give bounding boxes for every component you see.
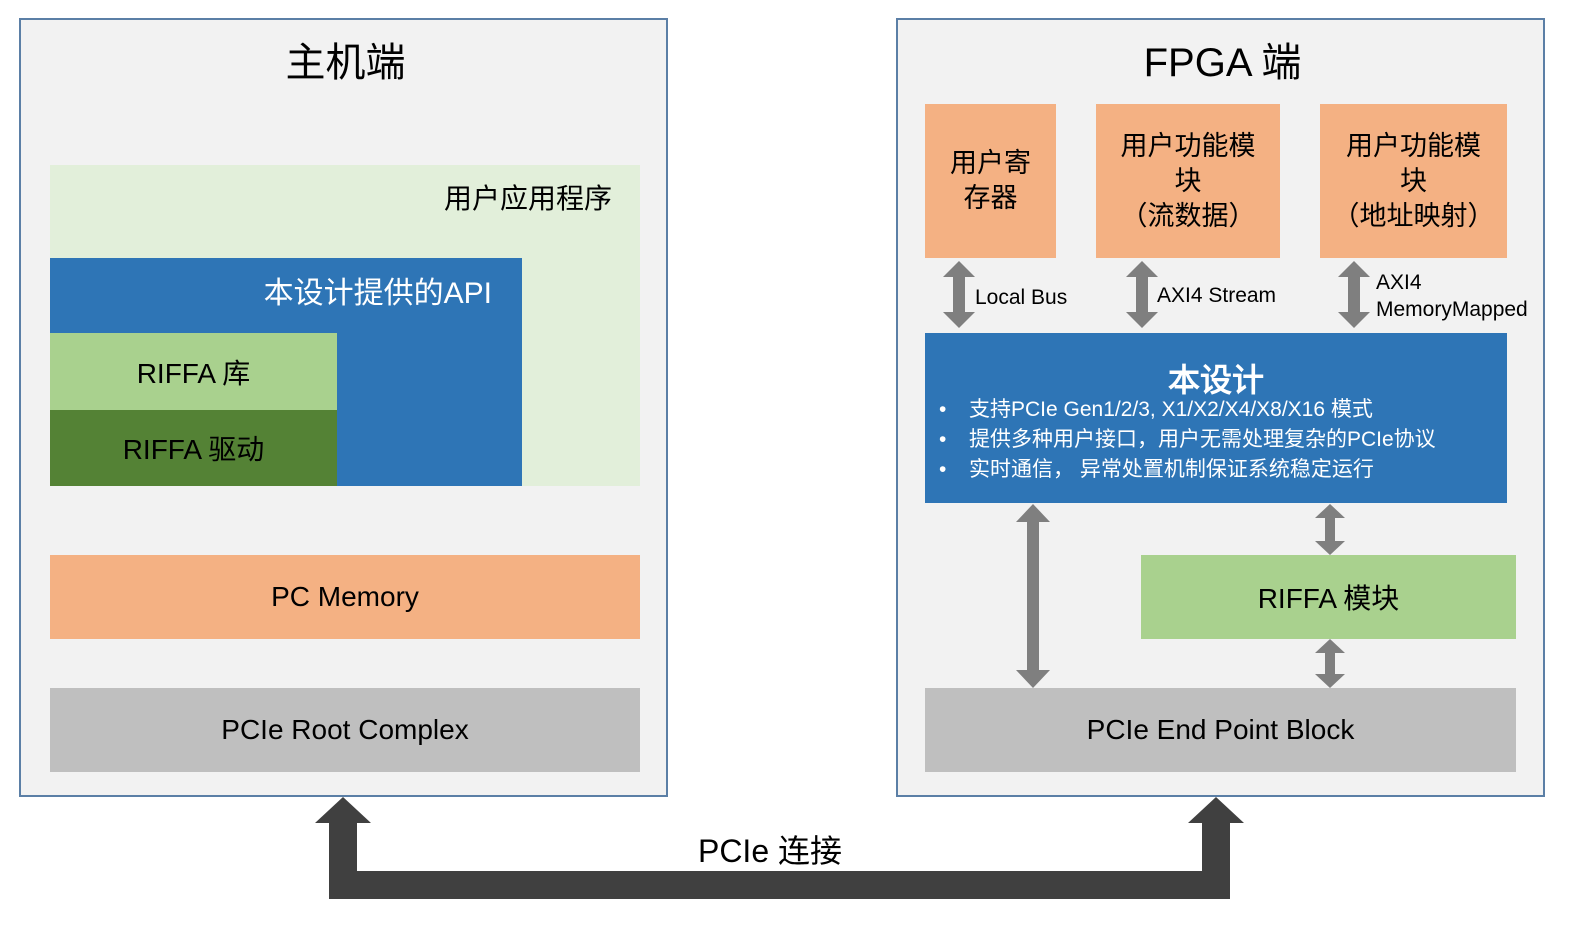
axi4-mm-text-2: MemoryMapped [1376, 298, 1528, 321]
axi4-mm-text-1: AXI4 [1376, 271, 1422, 294]
mm-module-line: （地址映射） [1332, 200, 1495, 231]
user-application-label: 用户应用程序 [443, 183, 612, 214]
stream-module-line: 块 [1174, 165, 1202, 196]
root-complex-block: PCIe Root Complex [50, 688, 640, 772]
design-riffa-arrow-icon [1315, 504, 1345, 555]
stream-module-line: 用户功能模 [1120, 130, 1256, 161]
pcie-link-label: PCIe 连接 [697, 833, 843, 869]
user-register-line: 存器 [963, 183, 1018, 213]
design-feature-item: 实时通信， 异常处置机制保证系统稳定运行 [925, 455, 1436, 485]
api-label: 本设计提供的API [263, 277, 492, 310]
riffa-driver-label: RIFFA 驱动 [122, 434, 265, 465]
design-block: 本设计 支持PCIe Gen1/2/3, X1/X2/X4/X8/X16 模式 … [925, 333, 1507, 503]
mm-module-line: 用户功能模 [1346, 130, 1481, 161]
local-bus-arrow-icon [943, 261, 975, 328]
design-feature-item: 支持PCIe Gen1/2/3, X1/X2/X4/X8/X16 模式 [925, 395, 1436, 425]
axi4-stream-label: AXI4 Stream [1157, 282, 1276, 309]
user-register-block: 用户寄 存器 [925, 104, 1056, 258]
riffa-driver-block: RIFFA 驱动 [50, 410, 337, 486]
pcie-link-arrow-icon [315, 797, 1244, 899]
axi4-mm-arrow-icon [1338, 261, 1370, 328]
riffa-module-block: RIFFA 模块 [1141, 555, 1516, 639]
riffa-module-label: RIFFA 模块 [1257, 583, 1400, 614]
user-register-line: 用户寄 [950, 148, 1031, 178]
design-endpoint-arrow-icon [1016, 504, 1050, 688]
design-feature-list: 支持PCIe Gen1/2/3, X1/X2/X4/X8/X16 模式 提供多种… [925, 395, 1436, 485]
endpoint-block: PCIe End Point Block [925, 688, 1516, 772]
riffa-endpoint-arrow-icon [1315, 639, 1345, 688]
local-bus-text: Local Bus [975, 286, 1068, 309]
user-stream-module-block: 用户功能模 块 （流数据） [1096, 104, 1280, 258]
root-complex-label: PCIe Root Complex [221, 714, 469, 745]
axi4-mm-label: AXI4 MemoryMapped [1376, 269, 1528, 323]
host-title: 主机端 [285, 41, 406, 85]
stream-module-line: （流数据） [1120, 200, 1256, 231]
user-mm-module-block: 用户功能模 块 （地址映射） [1320, 104, 1507, 258]
riffa-library-label: RIFFA 库 [136, 357, 251, 389]
axi4-stream-arrow-icon [1126, 261, 1158, 328]
local-bus-label: Local Bus [975, 284, 1067, 311]
riffa-library-block: RIFFA 库 [50, 333, 337, 410]
endpoint-label: PCIe End Point Block [1086, 714, 1355, 745]
fpga-title: FPGA 端 [1143, 41, 1302, 85]
axi4-stream-text: AXI4 Stream [1157, 284, 1277, 307]
pc-memory-label: PC Memory [271, 581, 419, 612]
design-title: 本设计 [1167, 362, 1264, 398]
design-feature-item: 提供多种用户接口，用户无需处理复杂的PCIe协议 [925, 425, 1436, 455]
pc-memory-block: PC Memory [50, 555, 640, 639]
mm-module-line: 块 [1400, 165, 1427, 196]
